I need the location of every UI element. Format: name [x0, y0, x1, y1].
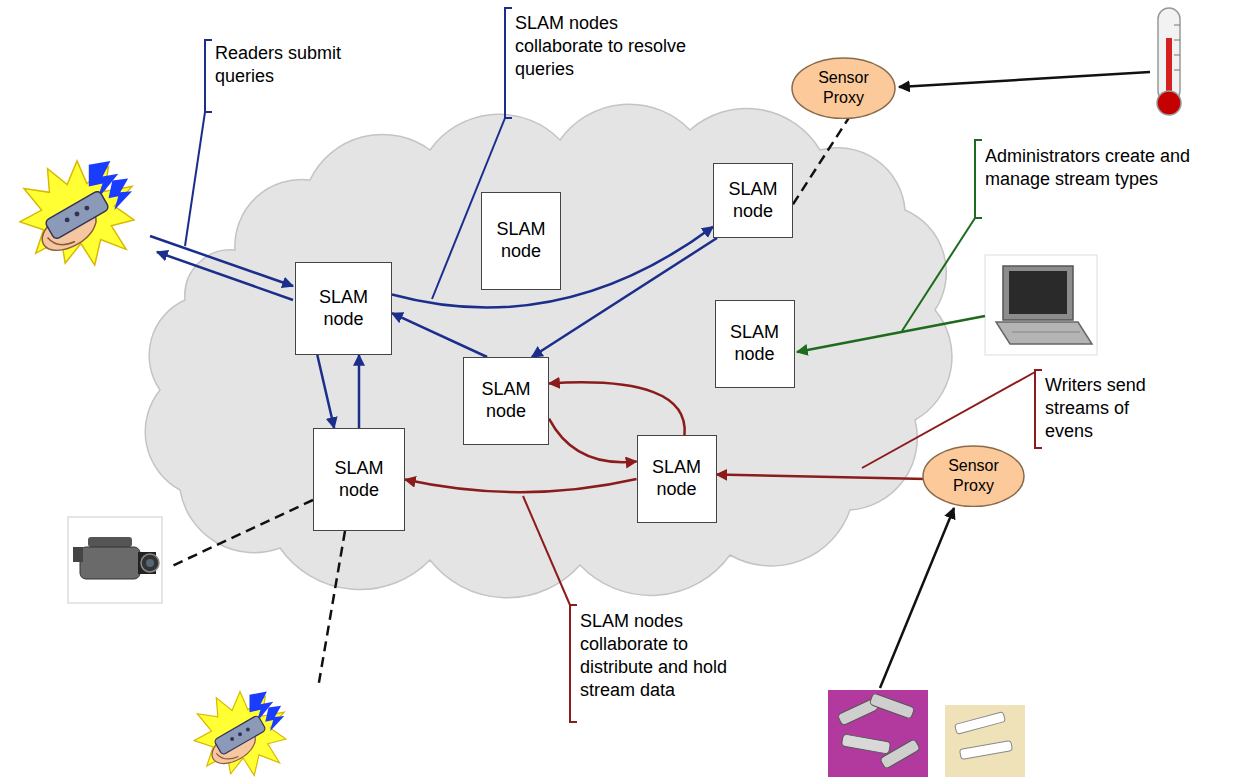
- node-label: SLAM node: [474, 379, 538, 423]
- callout-bracket: [1035, 370, 1042, 448]
- node-text-group: SLAM node: [645, 457, 709, 501]
- node-text-group: Sensor Proxy: [943, 456, 1005, 495]
- answer-arrow: [157, 252, 293, 300]
- node-text-group: SLAM node: [721, 179, 785, 223]
- node-text-group: SLAM node: [489, 219, 553, 263]
- sensor-photo: [828, 690, 928, 777]
- node-label: SLAM node: [645, 457, 709, 501]
- laptop-icon: [985, 255, 1097, 355]
- slam-node-box: SLAM node: [313, 428, 405, 531]
- proxy-label: Sensor Proxy: [813, 68, 875, 107]
- connector-arrow: [717, 475, 927, 480]
- dashed-link: [793, 118, 849, 204]
- callout-bracket: [205, 40, 212, 112]
- connector-arrow: [405, 479, 637, 492]
- node-text-group: SLAM node: [312, 287, 376, 331]
- connector-arrow: [358, 355, 361, 428]
- proxy-label: Sensor Proxy: [943, 456, 1005, 495]
- callout-text: Administrators create and manage stream …: [985, 145, 1200, 191]
- connector-arrow: [549, 419, 637, 463]
- reader-remote-icon: [20, 161, 134, 265]
- admin-arrow: [797, 316, 985, 352]
- slam-node-box: SLAM node: [715, 300, 795, 388]
- sensor-photo: [945, 705, 1025, 777]
- cloud-region: [145, 104, 952, 598]
- callout-text: SLAM nodes collaborate to distribute and…: [580, 610, 760, 702]
- node-label: SLAM node: [312, 287, 376, 331]
- leader-line: [185, 112, 205, 246]
- reader-remote-icon: [194, 692, 286, 776]
- connector-arrow: [549, 382, 685, 435]
- oval-outline: [922, 445, 1025, 508]
- node-label: SLAM node: [489, 219, 553, 263]
- leader-line: [902, 218, 975, 331]
- node-text-group: SLAM node: [474, 379, 538, 423]
- slam-node-box: SLAM node: [713, 163, 793, 238]
- sensor-proxy-oval: Sensor Proxy: [791, 57, 896, 120]
- oval-outline: [791, 57, 896, 120]
- sensor-proxy-oval: Sensor Proxy: [922, 445, 1025, 508]
- connector-arrow: [317, 355, 334, 428]
- node-label: SLAM node: [723, 322, 787, 366]
- camcorder-icon: [68, 517, 162, 603]
- thermometer-icon: [1157, 8, 1181, 115]
- leader-line: [523, 496, 570, 605]
- callout-bracket: [570, 605, 577, 722]
- slam-node-box: SLAM node: [295, 262, 392, 355]
- node-text-group: SLAM node: [327, 458, 391, 502]
- callout-text: Readers submit queries: [215, 42, 365, 88]
- callout-bracket: [975, 140, 982, 218]
- device-link: [172, 500, 313, 566]
- slam-node-box: SLAM node: [637, 435, 717, 523]
- query-arrow: [150, 236, 293, 286]
- sensor-feed-arrow: [899, 72, 1150, 87]
- sensor-feed-arrow: [880, 508, 954, 688]
- callout-bracket: [505, 8, 512, 118]
- connector-arrow: [392, 313, 487, 357]
- slam-node-box: SLAM node: [463, 357, 549, 445]
- callout-text: Writers send streams of evens: [1045, 374, 1180, 443]
- node-text-group: SLAM node: [723, 322, 787, 366]
- device-link: [318, 531, 345, 688]
- node-label: SLAM node: [327, 458, 391, 502]
- node-text-group: Sensor Proxy: [813, 68, 875, 107]
- node-label: SLAM node: [721, 179, 785, 223]
- callout-text: SLAM nodes collaborate to resolve querie…: [515, 12, 710, 81]
- slam-node-box: SLAM node: [481, 192, 561, 290]
